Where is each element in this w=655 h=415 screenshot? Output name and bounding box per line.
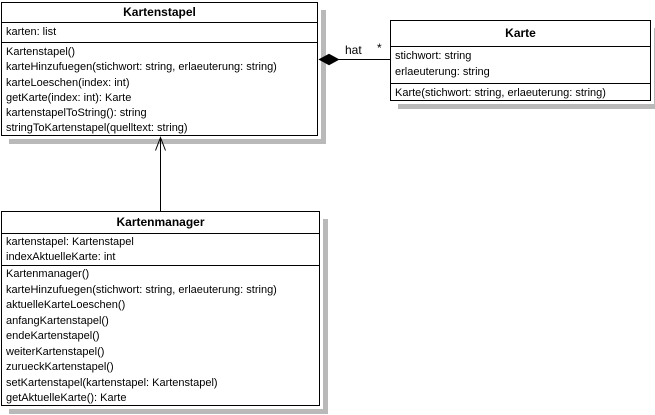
association-link-kartenmanager-kartenstapel[interactable]	[155, 136, 166, 212]
attribute-row: erlaeuterung: string	[395, 66, 490, 78]
multiplicity-label: *	[377, 41, 382, 55]
method-row: zurueckKartenstapel()	[6, 361, 114, 373]
method-row: anfangKartenstapel()	[6, 314, 109, 327]
attribute-row: stichwort: string	[395, 50, 472, 62]
method-row: Kartenmanager()	[6, 268, 90, 280]
method-row: karteHinzufuegen(stichwort: string, erla…	[6, 283, 277, 296]
method-row: karteHinzufuegen(stichwort: string, erla…	[6, 61, 277, 74]
method-row: Kartenstapel()	[6, 46, 76, 58]
method-row: stringToKartenstapel(quelltext: string)	[6, 122, 188, 135]
attribute-row: karten: list	[6, 26, 57, 38]
class-title: Karte	[391, 21, 650, 47]
method-row: getKarte(index: int): Karte	[6, 91, 132, 104]
attributes-compartment: karten: list	[2, 23, 317, 43]
method-row: kartenstapelToString(): string	[6, 107, 147, 120]
class-title: Kartenstapel	[2, 3, 317, 23]
method-row: karteLoeschen(index: int)	[6, 76, 130, 89]
method-row: setKartenstapel(kartenstapel: Kartenstap…	[6, 376, 218, 389]
relation-label-hat: hat	[345, 43, 362, 57]
attribute-row: indexAktuelleKarte: int	[6, 250, 116, 263]
method-row: aktuelleKarteLoeschen()	[6, 299, 126, 311]
method-row: Karte(stichwort: string, erlaeuterung: s…	[395, 87, 606, 99]
method-row: endeKartenstapel()	[6, 330, 100, 342]
attributes-compartment: kartenstapel: Kartenstapel indexAktuelle…	[2, 234, 319, 266]
class-box-kartenmanager[interactable]: Kartenmanager kartenstapel: Kartenstapel…	[1, 211, 320, 406]
methods-compartment: Karte(stichwort: string, erlaeuterung: s…	[391, 84, 650, 101]
methods-compartment: Kartenmanager() karteHinzufuegen(stichwo…	[2, 266, 319, 407]
composition-diamond-icon	[318, 53, 340, 66]
class-title: Kartenmanager	[2, 212, 319, 234]
method-row: getAktuelleKarte(): Karte	[6, 392, 127, 404]
method-row: weiterKartenstapel()	[6, 345, 105, 358]
class-box-karte[interactable]: Karte stichwort: string erlaeuterung: st…	[390, 20, 651, 101]
attribute-row: kartenstapel: Kartenstapel	[6, 236, 134, 248]
class-box-kartenstapel[interactable]: Kartenstapel karten: list Kartenstapel()…	[1, 2, 318, 136]
attributes-compartment: stichwort: string erlaeuterung: string	[391, 47, 650, 84]
association-arrow-icon	[155, 136, 166, 151]
methods-compartment: Kartenstapel() karteHinzufuegen(stichwor…	[2, 43, 317, 137]
